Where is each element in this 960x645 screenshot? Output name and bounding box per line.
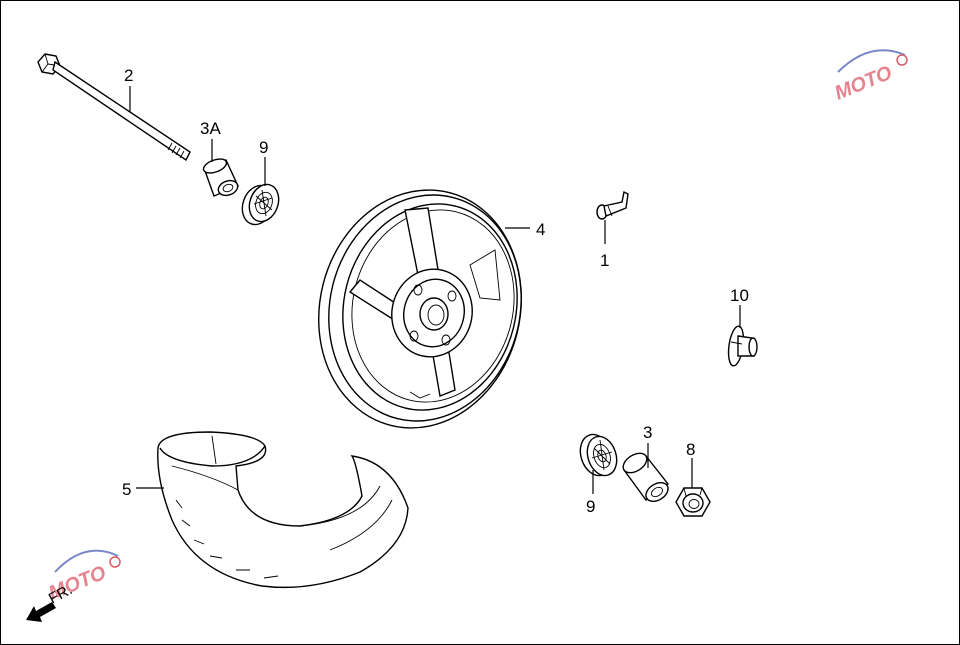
spacer-3a-part — [202, 158, 239, 197]
watermark-top-right: MOTO — [832, 49, 908, 105]
bearing-top-part — [241, 183, 280, 226]
callout-labels: 2 3A 9 4 1 10 3 8 9 5 — [122, 66, 749, 516]
valve-part — [596, 190, 629, 220]
callout-3: 3 — [643, 423, 652, 442]
callout-5: 5 — [122, 480, 131, 499]
axle-bolt-part — [37, 53, 191, 162]
callout-3a: 3A — [200, 119, 221, 138]
tire-part — [157, 431, 409, 589]
callout-10: 10 — [730, 286, 749, 305]
spacer-3-part — [622, 452, 669, 502]
bearing-bottom-part — [579, 433, 618, 477]
nut-part — [675, 487, 711, 517]
wheel-rim-part — [318, 189, 522, 429]
callout-1: 1 — [600, 251, 609, 270]
front-arrow-icon — [26, 602, 56, 622]
callout-8: 8 — [686, 440, 695, 459]
callout-2: 2 — [124, 66, 133, 85]
collar-part — [727, 325, 758, 367]
callout-9-top: 9 — [259, 138, 268, 157]
leader-lines — [129, 86, 741, 494]
callout-9-bottom: 9 — [586, 497, 595, 516]
callout-4: 4 — [536, 220, 545, 239]
